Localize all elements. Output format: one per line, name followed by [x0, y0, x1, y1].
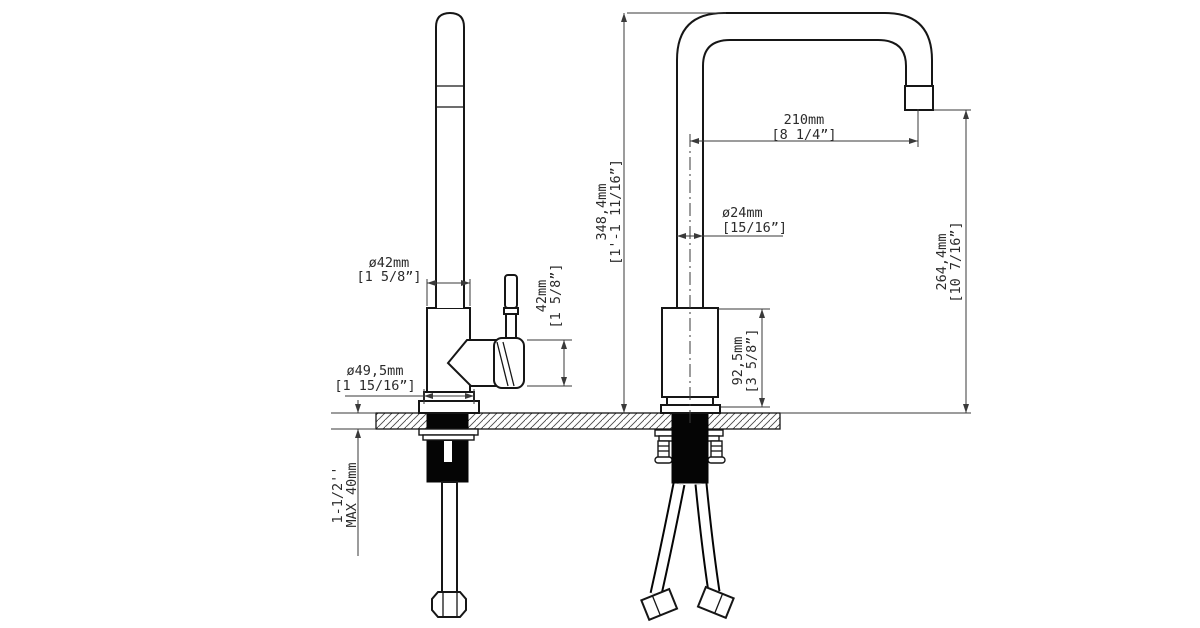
supply-hose-right: [696, 483, 719, 593]
dim-body-height-mm: 92,5mm: [730, 337, 746, 386]
dim-base-diameter: ø49,5mm [1 15/16”]: [334, 363, 475, 404]
dim-deck-thickness: 1-1/2'' MAX 40mm: [330, 400, 376, 556]
side-base-plate: [418, 400, 480, 414]
front-mounting-stud-left: [657, 440, 670, 459]
side-hose-hex-fitting: [431, 591, 467, 618]
dim-deck-thickness-line1: 1-1/2'': [330, 467, 346, 524]
dim-body-height-in: [3 5/8”]: [744, 328, 760, 393]
hose-fitting-left: [640, 587, 679, 622]
dim-deck-thickness-line2: MAX 40mm: [344, 462, 360, 527]
handle-stem-line: [502, 341, 515, 387]
spout-aerator-tip: [904, 85, 934, 111]
dim-body-diameter-in: [1 5/8”]: [356, 269, 421, 285]
dim-spout-reach: 210mm [8 1/4”]: [690, 109, 919, 147]
dim-body-diameter-mm: ø42mm: [369, 255, 410, 271]
handle-wedge-joint: [446, 339, 497, 387]
dim-spout-clearance: 264,4mm [10 7/16”]: [780, 109, 971, 414]
dim-body-height: 92,5mm [3 5/8”]: [719, 308, 770, 408]
dim-handle-height: 42mm [1 5/8”]: [527, 263, 572, 387]
dim-total-height: 348,4mm [1'-1 11/16”]: [594, 12, 726, 413]
handle-lever-lower: [505, 313, 517, 339]
front-view: [640, 12, 934, 622]
dim-spout-clearance-mm: 264,4mm: [934, 234, 950, 291]
front-mounting-stud-right: [710, 440, 723, 459]
spout-inner-contour: [702, 39, 907, 308]
dim-total-height-mm: 348,4mm: [594, 184, 610, 241]
side-view: [418, 11, 525, 618]
handle-stem-line: [496, 341, 509, 387]
stud-foot-left: [654, 456, 673, 464]
dim-handle-height-in: [1 5/8”]: [548, 263, 564, 328]
dim-tube-diameter-in: [15/16”]: [722, 220, 787, 236]
hose-fitting-right: [696, 585, 735, 620]
front-mounting-shank: [671, 412, 709, 484]
dim-handle-height-mm: 42mm: [534, 280, 550, 313]
dimensions: ø42mm [1 5/8”] ø49,5mm [1 15/16”] 42mm […: [330, 12, 971, 556]
side-washer-plate: [418, 428, 479, 436]
side-supply-tube: [441, 481, 458, 593]
dim-body-diameter: ø42mm [1 5/8”]: [356, 255, 471, 306]
dim-base-diameter-in: [1 15/16”]: [334, 378, 415, 394]
side-washer-plate-2: [422, 434, 475, 441]
dim-spout-reach-mm: 210mm: [784, 112, 825, 128]
dim-spout-clearance-in: [10 7/16”]: [948, 221, 964, 302]
supply-hose-left: [651, 483, 684, 595]
side-spout-column: [435, 11, 465, 308]
spout-outer-contour: [676, 12, 933, 308]
dim-base-diameter-mm: ø49,5mm: [347, 363, 404, 379]
dim-tube-diameter: ø24mm [15/16”]: [677, 205, 787, 239]
handle-lever: [504, 274, 518, 309]
deck-outline: [375, 412, 781, 430]
dim-spout-reach-in: [8 1/4”]: [771, 127, 836, 143]
dim-total-height-in: [1'-1 11/16”]: [608, 159, 624, 265]
dim-tube-diameter-mm: ø24mm: [722, 205, 763, 221]
side-shank-slot: [444, 441, 452, 462]
stud-foot-right: [707, 456, 726, 464]
